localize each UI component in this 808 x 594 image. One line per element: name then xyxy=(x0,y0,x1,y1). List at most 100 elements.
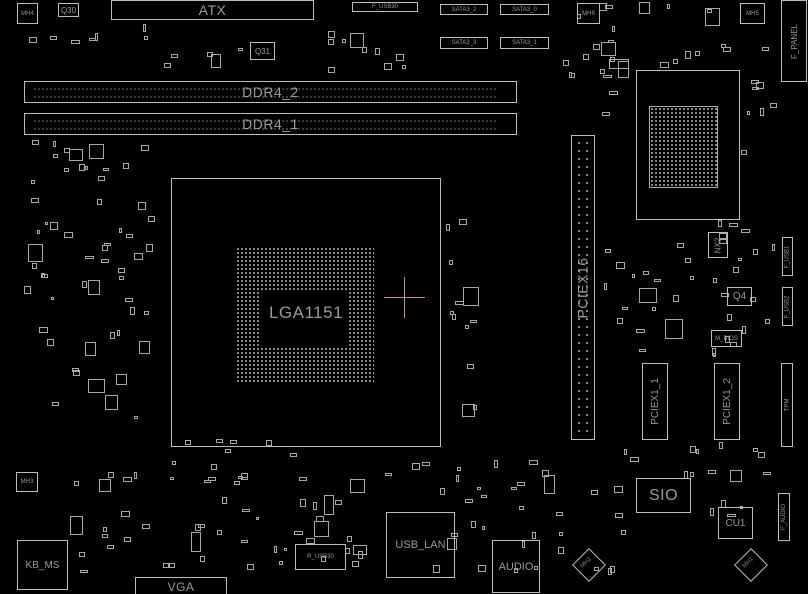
mosfet-q30[interactable]: Q30 xyxy=(58,3,79,17)
passive-pad xyxy=(217,530,222,536)
passive-pad xyxy=(323,494,334,515)
passive-pad xyxy=(46,339,55,346)
passive-pad xyxy=(349,479,365,494)
passive-pad xyxy=(142,23,147,32)
f-usb1-header[interactable]: F_USB1 xyxy=(782,237,793,276)
passive-pad xyxy=(690,446,696,453)
passive-pad xyxy=(723,46,731,52)
passive-pad xyxy=(653,278,661,283)
passive-pad xyxy=(740,150,747,155)
ddr4-2-slot[interactable]: DDR4_2 xyxy=(24,81,517,103)
passive-pad xyxy=(592,44,601,50)
sata3-2-connector[interactable]: SATA3_2 xyxy=(440,4,488,15)
passive-pad xyxy=(125,298,133,303)
f-usb2-header[interactable]: F_USB2 xyxy=(782,287,793,326)
tpm-header[interactable]: TPM xyxy=(781,363,793,447)
passive-pad xyxy=(28,244,43,262)
sata3-3-connector[interactable]: SATA3_3 xyxy=(440,37,488,49)
passive-pad xyxy=(274,546,278,554)
passive-pad xyxy=(751,79,759,84)
passive-pad xyxy=(725,336,730,343)
passive-pad xyxy=(599,68,605,74)
sata3-0-connector[interactable]: SATA3_0 xyxy=(500,4,549,15)
f-panel-header[interactable]: F_PANEL xyxy=(781,0,807,82)
audio-codec-cu1[interactable]: CU1 xyxy=(718,507,753,539)
mounting-hole-mh5[interactable]: MH5 xyxy=(740,3,765,24)
passive-pad xyxy=(50,36,57,40)
passive-pad xyxy=(719,233,727,240)
passive-pad xyxy=(88,37,96,42)
f-audio-header[interactable]: F_AUDIO xyxy=(778,493,790,541)
audio-jack[interactable]: AUDIO xyxy=(492,540,540,593)
passive-pad xyxy=(134,415,139,419)
passive-pad xyxy=(124,537,131,542)
passive-pad xyxy=(611,25,615,32)
m-bios-chip[interactable]: M_BIOS xyxy=(711,330,742,347)
f-panel-label: F_PANEL xyxy=(789,23,799,59)
mounting-hole-mh3[interactable]: MH3 xyxy=(16,472,38,492)
cpu-socket[interactable]: LGA1151 xyxy=(171,178,441,447)
pciex16-slot[interactable]: PCIEX16 xyxy=(571,135,595,440)
mosfet-q31[interactable]: Q31 xyxy=(250,42,275,60)
sio-chip[interactable]: SIO xyxy=(636,478,691,513)
m-bios-label: M_BIOS xyxy=(715,335,738,342)
vga-label: VGA xyxy=(167,580,195,594)
passive-pad xyxy=(316,515,324,523)
passive-pad xyxy=(138,340,151,355)
passive-pad xyxy=(125,233,133,239)
f-usb30-header[interactable]: F_USB30 xyxy=(352,2,418,12)
passive-pad xyxy=(621,529,626,535)
passive-pad xyxy=(422,461,430,466)
passive-pad xyxy=(313,501,318,510)
r-usb30-label: R_USB30 xyxy=(307,554,334,560)
passive-pad xyxy=(23,286,32,294)
cpu-socket-label: LGA1151 xyxy=(268,302,344,322)
passive-pad xyxy=(494,460,498,469)
passive-pad xyxy=(84,165,89,170)
passive-pad xyxy=(299,477,307,481)
passive-pad xyxy=(241,539,249,544)
passive-pad xyxy=(216,439,223,443)
sata3-1-connector[interactable]: SATA3_1 xyxy=(500,37,549,49)
passive-pad xyxy=(603,74,612,79)
passive-pad xyxy=(684,257,692,264)
passive-pad xyxy=(221,497,228,504)
mounting-hole-mh4[interactable]: MH4 xyxy=(17,3,38,24)
atx-connector[interactable]: ATX xyxy=(111,0,314,20)
passive-pad xyxy=(87,378,106,394)
pciex1-1-slot[interactable]: PCIEX1_1 xyxy=(642,363,668,440)
mounting-hole-mh6[interactable]: MH6 xyxy=(577,3,600,24)
usb-lan-connector[interactable]: USB_LAN xyxy=(386,512,455,578)
r-usb30-connector[interactable]: R_USB30 xyxy=(295,544,346,570)
passive-pad xyxy=(103,167,109,171)
mounting-hole-mh2[interactable] xyxy=(572,548,606,582)
passive-pad xyxy=(720,43,727,48)
passive-pad xyxy=(630,456,639,462)
passive-pad xyxy=(88,144,104,159)
pciex1-2-slot[interactable]: PCIEX1_2 xyxy=(714,363,740,440)
passive-pad xyxy=(732,267,739,273)
cursor-crosshair-v xyxy=(404,277,405,318)
pch-chip[interactable] xyxy=(636,70,740,220)
passive-pad xyxy=(134,471,138,480)
vga-connector[interactable]: VGA xyxy=(135,577,227,594)
passive-pad xyxy=(742,326,747,334)
mosfet-q4[interactable]: Q4 xyxy=(727,287,752,306)
passive-pad xyxy=(449,259,453,265)
sata3-2-label: SATA3_2 xyxy=(451,6,477,13)
passive-pad xyxy=(101,245,108,252)
ddr4-1-slot[interactable]: DDR4_1 xyxy=(24,113,517,135)
passive-pad xyxy=(610,57,616,63)
passive-pad xyxy=(234,481,240,486)
crystal-nx2[interactable]: NX2 xyxy=(708,232,728,258)
mounting-hole-mh1[interactable] xyxy=(734,548,768,582)
passive-pad xyxy=(327,30,336,39)
passive-pad xyxy=(711,348,717,356)
passive-pad xyxy=(289,453,298,458)
passive-pad xyxy=(464,499,474,503)
passive-pad xyxy=(412,462,420,471)
kb-ms-connector[interactable]: KB_MS xyxy=(17,540,68,590)
passive-pad xyxy=(334,500,343,506)
passive-pad xyxy=(52,141,57,147)
